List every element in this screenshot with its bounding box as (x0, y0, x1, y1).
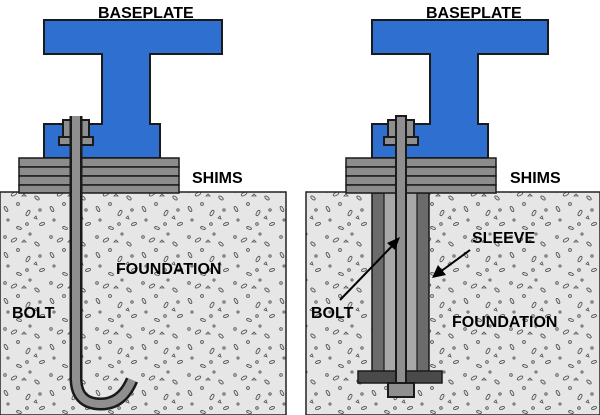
left-bolt-label: BOLT (12, 305, 55, 322)
right-foundation-label: FOUNDATION (452, 314, 557, 331)
left-shims (18, 157, 180, 194)
right-sleeve-arrow (432, 249, 471, 278)
right-straight-bolt (383, 115, 419, 398)
left-panel: BASEPLATE SHIMS FOUNDATION BOLT (0, 5, 287, 415)
right-sleeve-label: SLEEVE (472, 230, 535, 247)
right-panel: BASEPLATE SHIMS SLEEVE BOLT FOUNDATION (305, 5, 600, 415)
right-bolt-arrow (339, 237, 400, 301)
left-shims-label: SHIMS (192, 170, 243, 187)
right-bolt-bottom-nut (387, 382, 415, 398)
right-bolt-label: BOLT (311, 305, 354, 322)
right-baseplate-label: BASEPLATE (426, 5, 522, 22)
right-shims-label: SHIMS (510, 170, 561, 187)
right-shims (345, 157, 497, 194)
right-bolt-shaft (395, 115, 407, 387)
left-foundation-label: FOUNDATION (116, 261, 221, 278)
right-foundation (305, 191, 600, 415)
left-baseplate-label: BASEPLATE (98, 5, 194, 22)
left-foundation (0, 191, 287, 415)
left-j-bolt (58, 116, 138, 411)
